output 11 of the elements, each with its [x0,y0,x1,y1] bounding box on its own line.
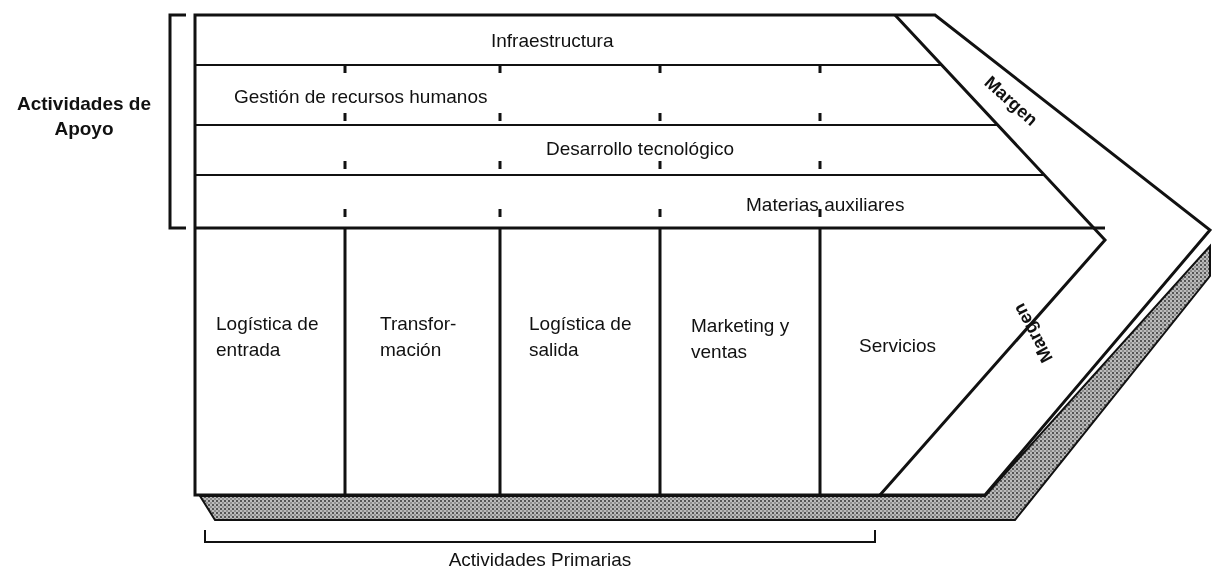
activity-label: Desarrollo tecnológico [546,137,734,161]
bracket-label: Actividades de Apoyo [15,92,153,141]
bracket-label: Actividades Primarias [447,548,633,572]
activity-label: Materias auxiliares [746,193,905,217]
activity-label: Logística de entrada [216,312,320,362]
activity-label: Transfor- mación [380,312,458,362]
activity-label: Servicios [859,334,938,358]
activity-label: Infraestructura [491,29,614,53]
activity-label: Logística de salida [529,312,633,362]
activity-label: Gestión de recursos humanos [234,85,488,109]
activity-label: Marketing y ventas [691,314,791,364]
